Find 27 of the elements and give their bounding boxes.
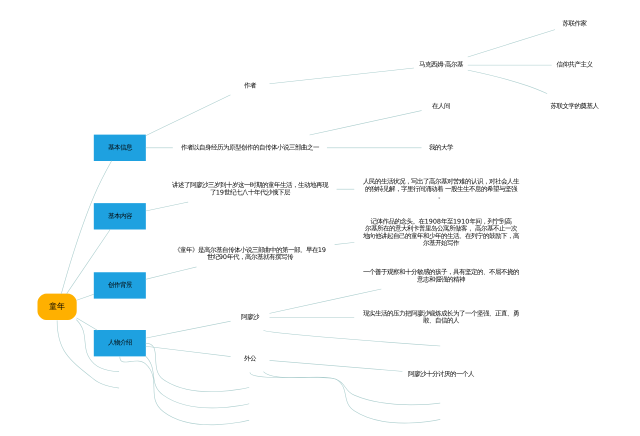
connector	[144, 342, 249, 392]
connector	[336, 188, 354, 190]
connector	[467, 70, 547, 94]
connector	[268, 288, 382, 314]
connector	[144, 266, 196, 280]
connector	[334, 242, 354, 245]
connector	[119, 356, 249, 426]
connector	[262, 371, 440, 406]
connector	[66, 228, 110, 294]
connector	[144, 94, 230, 136]
connector	[76, 294, 94, 301]
connector	[144, 320, 230, 338]
connector	[249, 372, 440, 424]
connector	[262, 330, 440, 346]
connector	[268, 317, 354, 318]
connector	[144, 202, 188, 212]
connector	[76, 319, 119, 372]
connector	[268, 360, 402, 372]
connector	[60, 160, 112, 294]
connector	[144, 356, 249, 408]
connector	[466, 29, 555, 58]
connector	[144, 346, 230, 357]
connector	[268, 68, 414, 84]
connector	[308, 110, 422, 136]
connector	[56, 320, 119, 388]
connector	[466, 64, 552, 66]
connector	[76, 318, 98, 330]
